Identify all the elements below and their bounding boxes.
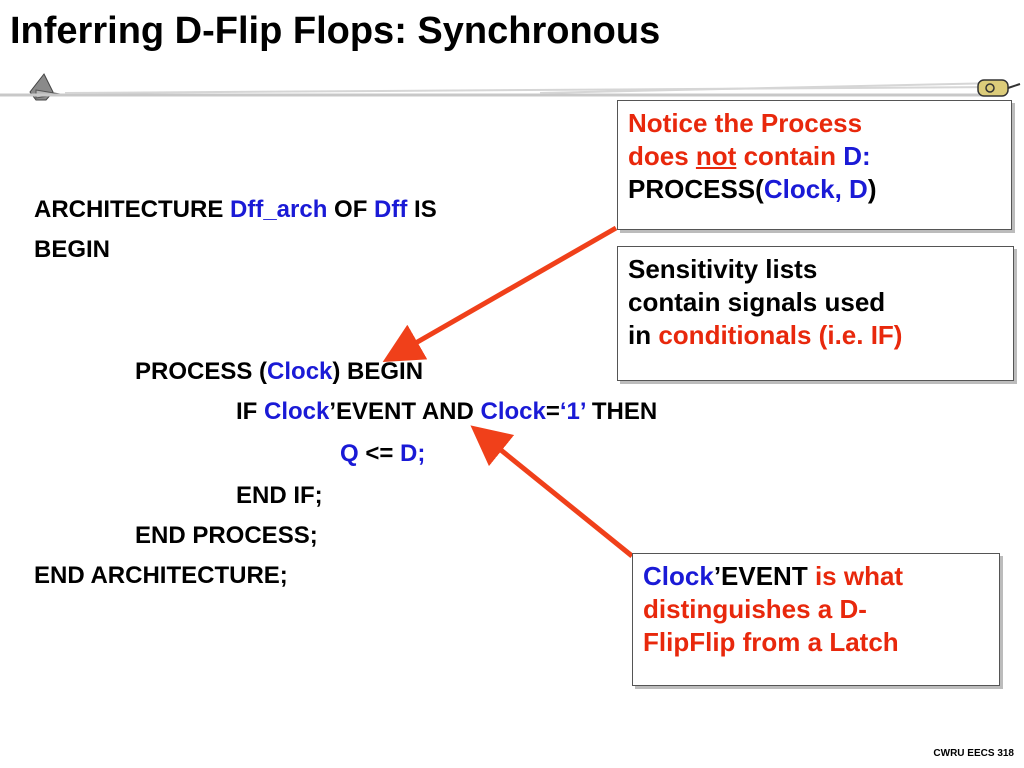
- note-emphasis: is what: [814, 561, 904, 591]
- signal-clock: Clock: [480, 398, 546, 425]
- arrow-to-clock-event: [470, 425, 634, 558]
- note-emphasis: not: [695, 141, 737, 171]
- code-line-end-process: END PROCESS;: [135, 522, 318, 549]
- operator: <=: [358, 440, 401, 467]
- note-line: in conditionals (i.e. IF): [628, 319, 1003, 352]
- keyword: ARCHITECTURE: [34, 196, 230, 223]
- note-line: distinguishes a D-: [643, 594, 867, 624]
- keyword: IS: [407, 196, 437, 223]
- note-line: FlipFlip from a Latch: [643, 627, 899, 657]
- satellite-icon: [977, 79, 1021, 97]
- slide-title: Inferring D-Flip Flops: Synchronous: [10, 10, 661, 52]
- keyword: PROCESS (: [135, 358, 268, 385]
- note-line: contain signals used: [628, 287, 886, 317]
- note-emphasis: conditionals (i.e. IF): [658, 320, 903, 350]
- keyword: ’EVENT AND: [329, 398, 481, 425]
- entity-name: Dff: [374, 196, 408, 223]
- code-line-process: PROCESS (Clock) BEGIN: [135, 358, 423, 386]
- code-line-end-if: END IF;: [236, 482, 323, 509]
- literal-one: ‘1’: [559, 398, 586, 425]
- note-line: PROCESS(Clock, D): [628, 173, 1001, 206]
- signal-d: D;: [400, 440, 426, 467]
- note-text: ): [867, 174, 877, 204]
- note-text: PROCESS(: [628, 174, 764, 204]
- code-line-end-architecture: END ARCHITECTURE;: [34, 562, 288, 589]
- signal-clock: Clock: [264, 398, 330, 425]
- slide-footer: CWRU EECS 318: [933, 748, 1014, 759]
- keyword: IF: [236, 398, 264, 425]
- note-text: ’EVENT: [713, 561, 815, 591]
- header-decoration: [0, 73, 1021, 101]
- arrow-to-process: [382, 225, 618, 362]
- note-sensitivity-lists: Sensitivity lists contain signals used i…: [617, 246, 1014, 381]
- code-line-architecture: ARCHITECTURE Dff_arch OF Dff IS: [34, 196, 437, 224]
- code-line-begin: BEGIN: [34, 236, 111, 263]
- note-line: does not contain D:: [628, 140, 1001, 173]
- note-signal: D:: [843, 141, 871, 171]
- note-text: in: [628, 320, 659, 350]
- signal-q: Q: [340, 440, 359, 467]
- code-line-assign: Q <= D;: [340, 440, 425, 468]
- keyword: THEN: [585, 398, 658, 425]
- note-text: contain: [736, 141, 844, 171]
- keyword: ) BEGIN: [332, 358, 424, 385]
- operator: =: [545, 398, 560, 425]
- note-line: Sensitivity lists: [628, 254, 818, 284]
- arch-name: Dff_arch: [230, 196, 328, 223]
- note-process-sensitivity: Notice the Process does not contain D: P…: [617, 100, 1012, 230]
- note-text: does: [628, 141, 696, 171]
- note-line: Clock’EVENT is what: [643, 560, 989, 593]
- note-clock-event: Clock’EVENT is what distinguishes a D- F…: [632, 553, 1000, 686]
- note-signal: Clock, D: [763, 174, 868, 204]
- signal-clock: Clock: [267, 358, 333, 385]
- keyword: OF: [327, 196, 375, 223]
- note-signal: Clock: [643, 561, 714, 591]
- code-line-if: IF Clock’EVENT AND Clock=‘1’ THEN: [236, 398, 657, 426]
- note-line: Notice the Process: [628, 108, 863, 138]
